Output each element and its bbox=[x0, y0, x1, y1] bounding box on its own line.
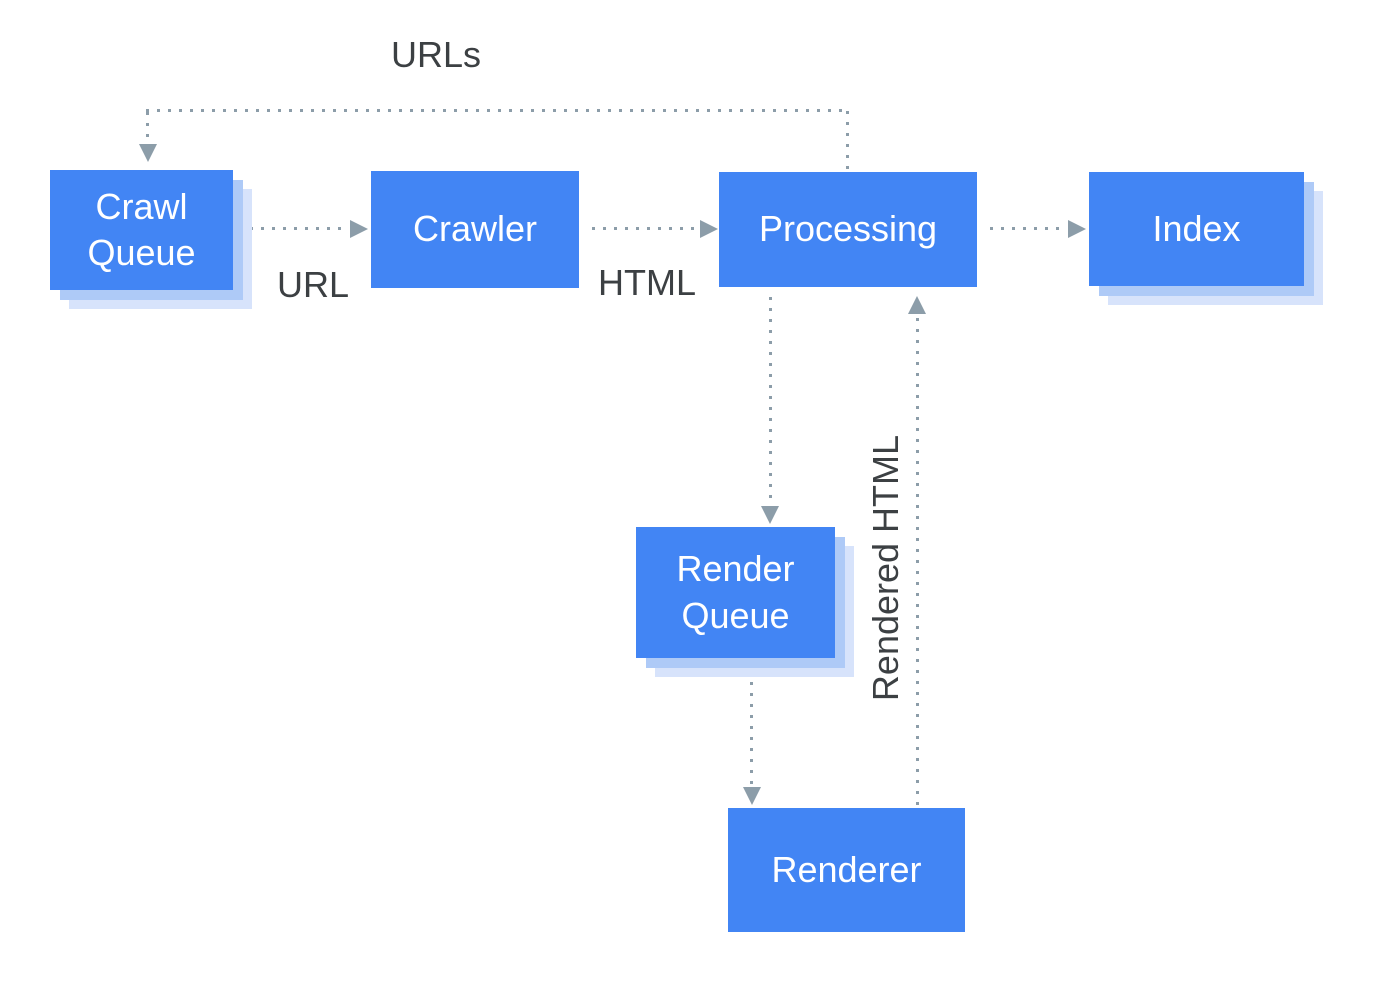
edge-processing-to-index-line bbox=[990, 227, 1066, 230]
edge-renderer-to-processing-line bbox=[916, 318, 919, 808]
urls-edge-label: URLs bbox=[391, 34, 482, 75]
arrowhead-into-index-icon bbox=[1068, 220, 1086, 238]
arrowhead-into-renderer-icon bbox=[743, 787, 761, 805]
node-render-queue: Render Queue bbox=[636, 527, 835, 658]
html-edge-label: HTML bbox=[598, 262, 696, 303]
edge-crawlqueue-to-crawler-line bbox=[250, 227, 348, 230]
arrowhead-up-into-processing-icon bbox=[908, 296, 926, 314]
node-renderer: Renderer bbox=[728, 808, 965, 932]
edge-processing-to-crawlqueue-segment-drop bbox=[146, 112, 149, 142]
edge-renderqueue-to-renderer-line bbox=[750, 682, 753, 786]
edge-processing-to-crawlqueue-segment-down bbox=[846, 111, 849, 169]
node-index: Index bbox=[1089, 172, 1304, 286]
edge-processing-to-renderqueue-line bbox=[769, 297, 772, 505]
edge-crawler-to-processing-line bbox=[592, 227, 696, 230]
node-processing: Processing bbox=[719, 172, 977, 287]
rendered-html-edge-label: Rendered HTML bbox=[865, 434, 906, 702]
arrowhead-into-crawler-icon bbox=[350, 220, 368, 238]
arrowhead-into-crawl-queue-icon bbox=[139, 144, 157, 162]
url-edge-label: URL bbox=[277, 264, 350, 305]
arrowhead-into-render-queue-icon bbox=[761, 506, 779, 524]
node-crawler: Crawler bbox=[371, 171, 579, 288]
node-crawl-queue: Crawl Queue bbox=[50, 170, 233, 290]
arrowhead-into-processing-icon bbox=[700, 220, 718, 238]
edge-processing-to-crawlqueue-segment-across bbox=[146, 109, 849, 112]
